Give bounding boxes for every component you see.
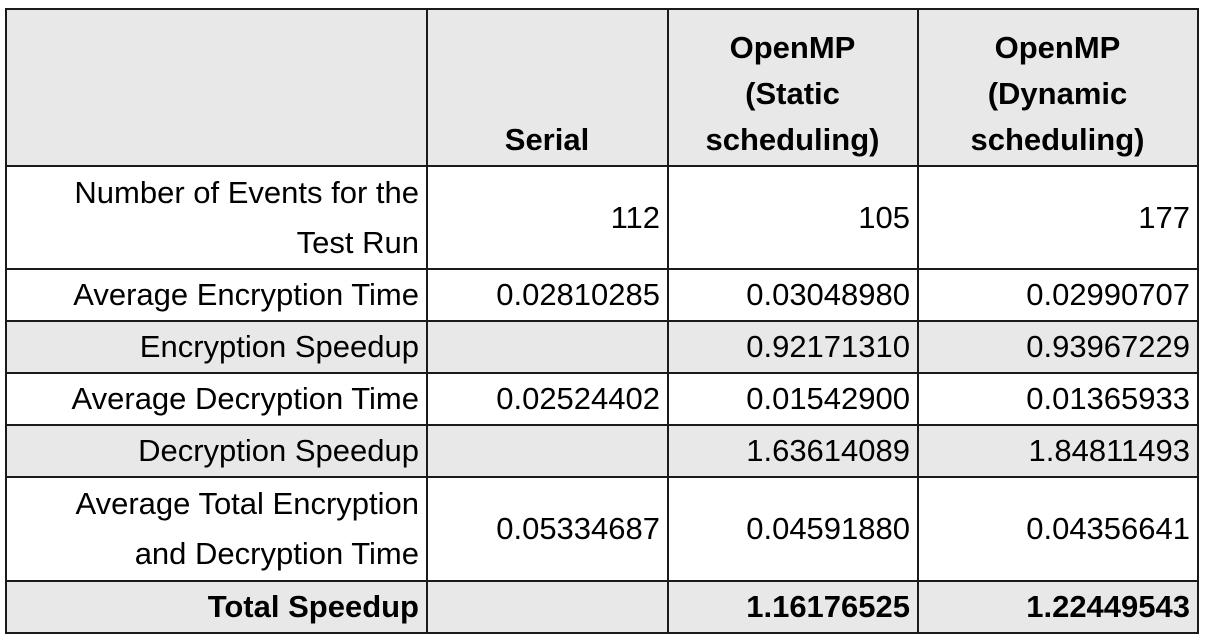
- cell-dynamic: 0.93967229: [917, 320, 1199, 374]
- row-label: Average Decryption Time: [5, 372, 428, 426]
- header-static-line-1: OpenMP: [729, 30, 856, 65]
- row-label: Number of Events for the Test Run: [5, 165, 428, 270]
- header-static-line-3: scheduling): [705, 122, 880, 157]
- table-row-total-speedup: Total Speedup 1.16176525 1.22449543: [5, 580, 1199, 634]
- row-label: Total Speedup: [5, 580, 428, 634]
- table-row-events: Number of Events for the Test Run 112 10…: [5, 165, 1199, 270]
- row-label-line-2: Test Run: [296, 224, 419, 260]
- cell-serial: 0.05334687: [426, 476, 669, 582]
- cell-dynamic: 0.01365933: [917, 372, 1199, 426]
- table-row-avg-encryption: Average Encryption Time 0.02810285 0.030…: [5, 268, 1199, 322]
- row-label-line-1: Number of Events for the: [74, 174, 419, 210]
- cell-dynamic: 0.02990707: [917, 268, 1199, 322]
- cell-serial: 0.02810285: [426, 268, 669, 322]
- cell-static: 105: [667, 165, 919, 270]
- header-dynamic-line-2: (Dynamic: [987, 76, 1128, 111]
- row-label: Average Total Encryption and Decryption …: [5, 476, 428, 582]
- row-label-line-1: Average Total Encryption: [75, 486, 419, 521]
- row-label: Average Encryption Time: [5, 268, 428, 322]
- cell-serial: [426, 424, 669, 478]
- cell-dynamic: 0.04356641: [917, 476, 1199, 582]
- header-corner-cell: [5, 8, 428, 167]
- header-openmp-static: OpenMP (Static scheduling): [667, 8, 919, 167]
- table-row-avg-total: Average Total Encryption and Decryption …: [5, 476, 1199, 582]
- header-dynamic-line-3: scheduling): [970, 122, 1145, 157]
- cell-serial: [426, 580, 669, 634]
- cell-serial: 112: [426, 165, 669, 270]
- results-table: Serial OpenMP (Static scheduling) OpenMP…: [5, 8, 1199, 634]
- cell-static: 1.63614089: [667, 424, 919, 478]
- cell-static: 0.03048980: [667, 268, 919, 322]
- cell-dynamic: 1.22449543: [917, 580, 1199, 634]
- header-serial-line: Serial: [504, 122, 590, 157]
- cell-static: 0.04591880: [667, 476, 919, 582]
- cell-static: 0.01542900: [667, 372, 919, 426]
- row-label: Encryption Speedup: [5, 320, 428, 374]
- header-openmp-dynamic: OpenMP (Dynamic scheduling): [917, 8, 1199, 167]
- cell-static: 0.92171310: [667, 320, 919, 374]
- cell-dynamic: 177: [917, 165, 1199, 270]
- table-row-avg-decryption: Average Decryption Time 0.02524402 0.015…: [5, 372, 1199, 426]
- header-row: Serial OpenMP (Static scheduling) OpenMP…: [5, 8, 1199, 167]
- cell-serial: 0.02524402: [426, 372, 669, 426]
- header-serial: Serial: [426, 8, 669, 167]
- cell-serial: [426, 320, 669, 374]
- header-dynamic-line-1: OpenMP: [994, 30, 1121, 65]
- header-static-line-2: (Static: [745, 76, 840, 111]
- cell-dynamic: 1.84811493: [917, 424, 1199, 478]
- table-row-encryption-speedup: Encryption Speedup 0.92171310 0.93967229: [5, 320, 1199, 374]
- table-row-decryption-speedup: Decryption Speedup 1.63614089 1.84811493: [5, 424, 1199, 478]
- results-table-container: Serial OpenMP (Static scheduling) OpenMP…: [5, 8, 1199, 634]
- row-label: Decryption Speedup: [5, 424, 428, 478]
- row-label-line-2: and Decryption Time: [134, 536, 419, 571]
- cell-static: 1.16176525: [667, 580, 919, 634]
